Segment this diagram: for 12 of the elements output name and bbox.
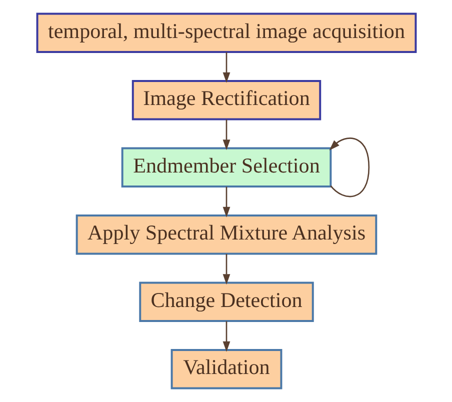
node-box: Endmember Selection [120, 147, 332, 188]
node-box: Apply Spectral Mixture Analysis [75, 214, 377, 255]
arrow [328, 138, 370, 198]
node-box: temporal, multi-spectral image acquisition [36, 12, 416, 53]
arrow [222, 254, 230, 285]
arrow [222, 52, 230, 83]
arrow [222, 186, 230, 218]
node-box: Change Detection [138, 282, 314, 322]
arrow [222, 321, 230, 352]
arrow [222, 119, 230, 150]
node-box: Validation [170, 349, 282, 390]
node-box: Image Rectification [131, 80, 321, 120]
